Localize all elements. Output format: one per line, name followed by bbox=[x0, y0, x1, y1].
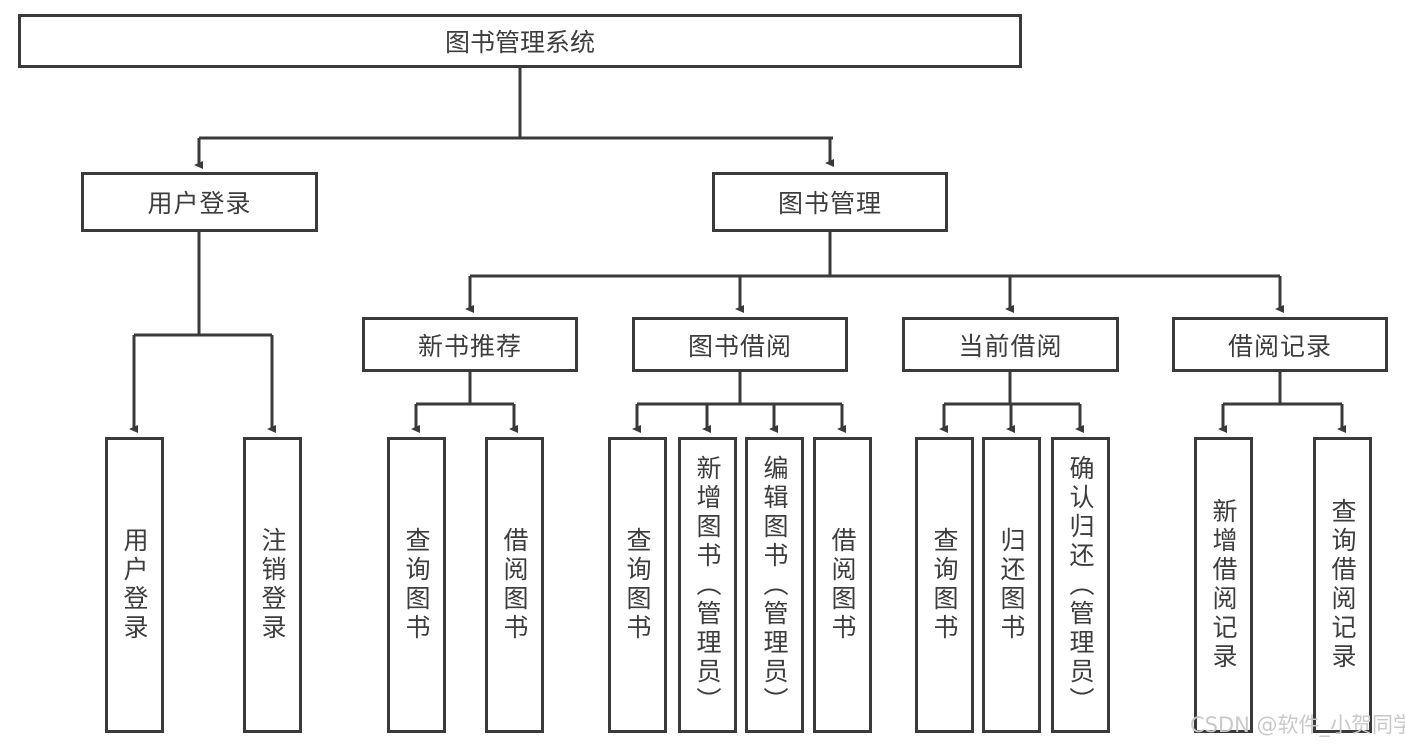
node-label: 图书借阅 bbox=[687, 331, 792, 361]
node-label: 查询图书 bbox=[402, 527, 431, 643]
node-borrow-record[interactable]: 借阅记录 bbox=[1172, 317, 1388, 372]
node-current-borrow[interactable]: 当前借阅 bbox=[902, 317, 1119, 372]
node-label: 注销登录 bbox=[258, 527, 287, 643]
node-new-book-recommend[interactable]: 新书推荐 bbox=[362, 317, 578, 372]
node-label: 图书管理系统 bbox=[444, 28, 595, 57]
node-book-management[interactable]: 图书管理 bbox=[712, 172, 948, 232]
leaf-new-book-query[interactable]: 查询图书 bbox=[387, 437, 446, 733]
leaf-current-borrow-return[interactable]: 归还图书 bbox=[982, 437, 1041, 733]
node-label: 借阅记录 bbox=[1227, 331, 1332, 361]
node-book-borrow[interactable]: 图书借阅 bbox=[632, 317, 848, 372]
leaf-book-borrow-borrow[interactable]: 借阅图书 bbox=[813, 437, 872, 733]
leaf-book-borrow-edit[interactable]: 编辑图书（管理员） bbox=[745, 437, 804, 733]
node-label: 确认归还（管理员） bbox=[1066, 454, 1095, 716]
node-label: 新增借阅记录 bbox=[1209, 498, 1238, 672]
node-label: 查询图书 bbox=[623, 527, 652, 643]
leaf-book-borrow-add[interactable]: 新增图书（管理员） bbox=[678, 437, 737, 733]
leaf-borrow-record-query[interactable]: 查询借阅记录 bbox=[1313, 437, 1372, 733]
node-label: 图书管理 bbox=[777, 189, 882, 218]
node-label: 查询图书 bbox=[930, 527, 959, 643]
csdn-watermark: CSDN @软件_小贺同学 bbox=[1190, 713, 1405, 737]
node-root-system[interactable]: 图书管理系统 bbox=[18, 14, 1022, 68]
node-label: 用户登录 bbox=[120, 527, 149, 643]
node-label: 新书推荐 bbox=[417, 331, 522, 361]
leaf-user-login-signin[interactable]: 用户登录 bbox=[105, 437, 164, 733]
leaf-current-borrow-query[interactable]: 查询图书 bbox=[915, 437, 974, 733]
leaf-borrow-record-add[interactable]: 新增借阅记录 bbox=[1194, 437, 1253, 733]
node-label: 归还图书 bbox=[997, 527, 1026, 643]
leaf-current-borrow-confirm-return[interactable]: 确认归还（管理员） bbox=[1051, 437, 1110, 733]
node-label: 当前借阅 bbox=[958, 331, 1063, 361]
leaf-user-login-signout[interactable]: 注销登录 bbox=[243, 437, 302, 733]
leaf-book-borrow-query[interactable]: 查询图书 bbox=[608, 437, 667, 733]
leaf-new-book-borrow[interactable]: 借阅图书 bbox=[485, 437, 544, 733]
node-user-login[interactable]: 用户登录 bbox=[81, 172, 318, 232]
node-label: 借阅图书 bbox=[500, 527, 529, 643]
node-label: 新增图书（管理员） bbox=[693, 454, 722, 716]
node-label: 查询借阅记录 bbox=[1328, 498, 1357, 672]
node-label: 用户登录 bbox=[147, 189, 252, 218]
node-label: 编辑图书（管理员） bbox=[760, 454, 789, 716]
node-label: 借阅图书 bbox=[828, 527, 857, 643]
